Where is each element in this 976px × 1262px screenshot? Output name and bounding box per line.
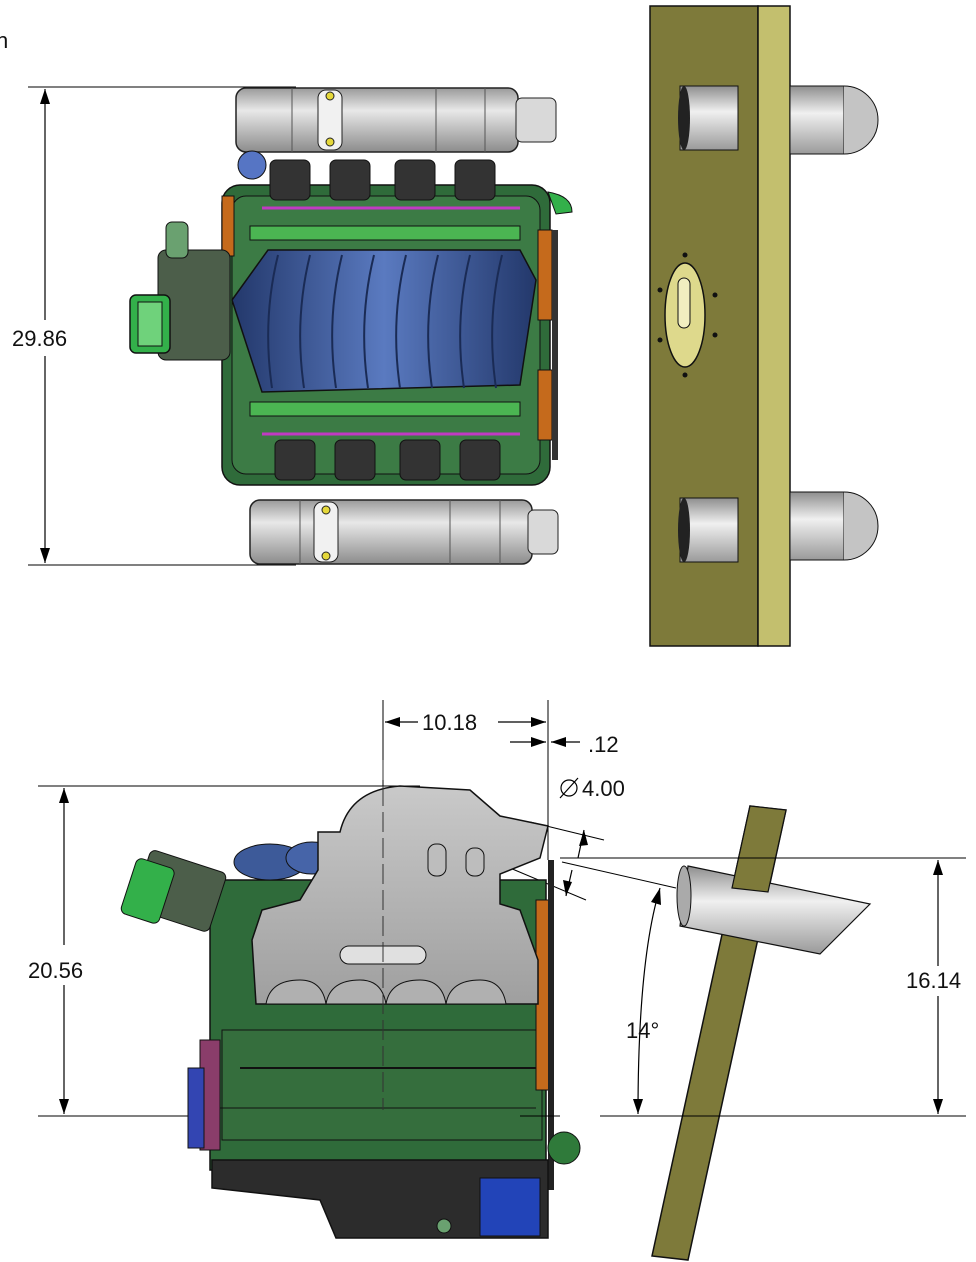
dim-gap: .12 xyxy=(510,732,619,757)
engine-top-view: 29.86 xyxy=(12,86,573,566)
manifold-cover xyxy=(220,785,549,1109)
dim-angle: 14° xyxy=(561,861,677,1115)
dim-diameter-label: 4.00 xyxy=(582,776,625,801)
dim-angle-label: 14° xyxy=(626,1018,659,1043)
mounting-plate-side-view: 16.14 14° xyxy=(520,805,966,1261)
muffler-bottom xyxy=(249,499,559,565)
dim-top-view-height: 29.86 xyxy=(12,89,67,563)
dim-top-view-height-label: 29.86 xyxy=(12,326,67,351)
dim-gap-label: .12 xyxy=(588,732,619,757)
dim-diameter: 4.00 xyxy=(509,776,625,901)
dim-offset-horizontal: 10.18 xyxy=(385,710,546,735)
dim-right-height: 16.14 xyxy=(906,860,961,1114)
throttle-body-top xyxy=(129,150,267,361)
muffler-top xyxy=(235,87,557,153)
engine-side-view: 10.18 .12 4.00 xyxy=(28,700,625,1239)
corner-label: n xyxy=(0,28,8,53)
intake-manifold xyxy=(231,249,537,393)
dim-side-view-height: 20.56 xyxy=(28,788,83,1114)
dim-offset-label: 10.18 xyxy=(422,710,477,735)
exhaust-pipe xyxy=(676,865,872,955)
dim-right-height-label: 16.14 xyxy=(906,968,961,993)
dim-side-view-height-label: 20.56 xyxy=(28,958,83,983)
mounting-plate-top-view xyxy=(649,5,879,647)
